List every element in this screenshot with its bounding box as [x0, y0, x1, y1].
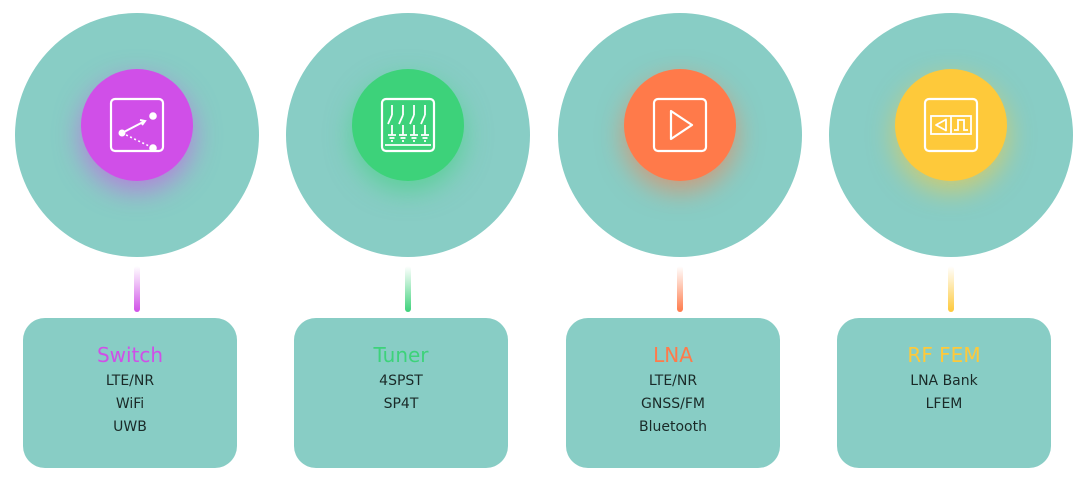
category-card: LNA LTE/NR GNSS/FM Bluetooth [566, 318, 780, 468]
list-item: LFEM [925, 396, 963, 412]
list-item: SP4T [383, 396, 419, 412]
card-title: LNA [653, 343, 693, 367]
card-items: LTE/NR WiFi UWB [23, 370, 237, 439]
list-item: Bluetooth [639, 419, 707, 435]
category-switch: Switch LTE/NR WiFi UWB [15, 0, 259, 489]
list-item: GNSS/FM [641, 396, 705, 412]
icon-badge [81, 69, 193, 181]
category-card: Switch LTE/NR WiFi UWB [23, 318, 237, 468]
list-item: UWB [113, 419, 147, 435]
card-title: Tuner [373, 343, 429, 367]
category-card: Tuner 4SPST SP4T [294, 318, 508, 468]
list-item: 4SPST [379, 373, 423, 389]
list-item: LTE/NR [105, 373, 155, 389]
connector-line [948, 266, 954, 312]
card-items: LTE/NR GNSS/FM Bluetooth [566, 370, 780, 439]
category-tuner: Tuner 4SPST SP4T [286, 0, 530, 489]
list-item: WiFi [115, 396, 145, 412]
icon-badge [624, 69, 736, 181]
category-lna: LNA LTE/NR GNSS/FM Bluetooth [558, 0, 802, 489]
icon-badge [895, 69, 1007, 181]
list-item: LTE/NR [648, 373, 698, 389]
tuner-icon [380, 97, 436, 153]
category-card: RF FEM LNA Bank LFEM [837, 318, 1051, 468]
switch-icon [109, 97, 165, 153]
icon-badge [352, 69, 464, 181]
rf-fem-icon [923, 97, 979, 153]
card-items: LNA Bank LFEM [837, 370, 1051, 416]
lna-icon [652, 97, 708, 153]
connector-line [134, 266, 140, 312]
card-title: Switch [96, 343, 164, 367]
card-items: 4SPST SP4T [294, 370, 508, 416]
connector-line [677, 266, 683, 312]
list-item: LNA Bank [910, 373, 978, 389]
card-title: RF FEM [907, 343, 981, 367]
category-rf-fem: RF FEM LNA Bank LFEM [829, 0, 1073, 489]
connector-line [405, 266, 411, 312]
